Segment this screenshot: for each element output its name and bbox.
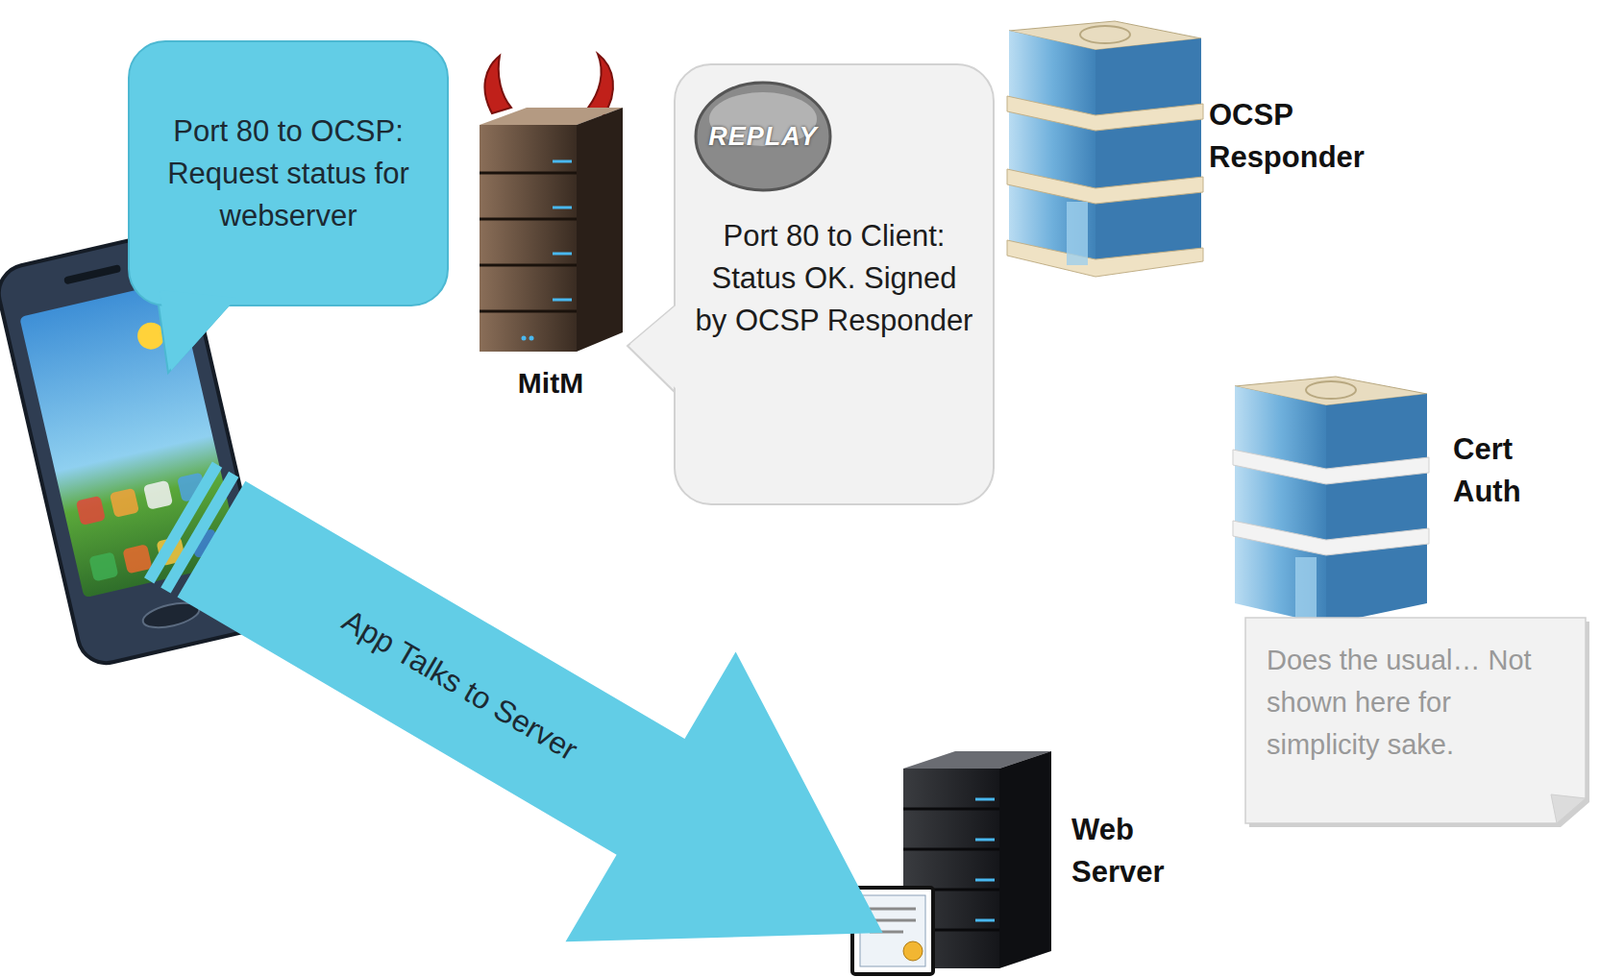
node-text: Does the usual… Not shown here for simpl… <box>1245 617 1586 766</box>
speech-bubble: Port 80 to OCSP: Request status for webs… <box>127 40 449 307</box>
note-sheet <box>1245 617 1586 824</box>
building-label: OCSP Responder <box>1208 94 1411 179</box>
node-text: Web Server <box>1071 809 1178 894</box>
arrow-body <box>125 393 968 977</box>
note-box: Does the usual… Not shown here for simpl… <box>1245 617 1590 828</box>
replay-button <box>695 82 831 191</box>
node-text: Port 80 to OCSP: Request status for webs… <box>163 110 414 238</box>
node-text: OCSP Responder <box>1208 94 1411 179</box>
ocsp-building-icon <box>1007 21 1204 277</box>
server-label: MitM <box>483 367 618 400</box>
speech-bubble: REPLAY Port 80 to Client: Status OK. Sign… <box>673 63 995 506</box>
note-fold <box>1550 794 1586 824</box>
cert-auth-building-icon <box>1232 376 1429 625</box>
node-text: Port 80 to Client: Status OK. Signed by … <box>694 215 974 343</box>
node-text: App Talks to Server <box>258 554 663 816</box>
node-text: MitM <box>483 367 618 400</box>
bubble-tail-fill <box>159 290 237 371</box>
button-label: REPLAY <box>694 109 832 164</box>
bubble-body <box>674 64 994 505</box>
bubble-body <box>128 41 448 306</box>
server-label: Web Server <box>1071 809 1226 894</box>
bubble-tail-fill <box>630 301 681 394</box>
mitm-server-icon <box>479 53 623 352</box>
building-label: Cert Auth <box>1452 428 1569 514</box>
node-text: Cert Auth <box>1452 428 1559 514</box>
